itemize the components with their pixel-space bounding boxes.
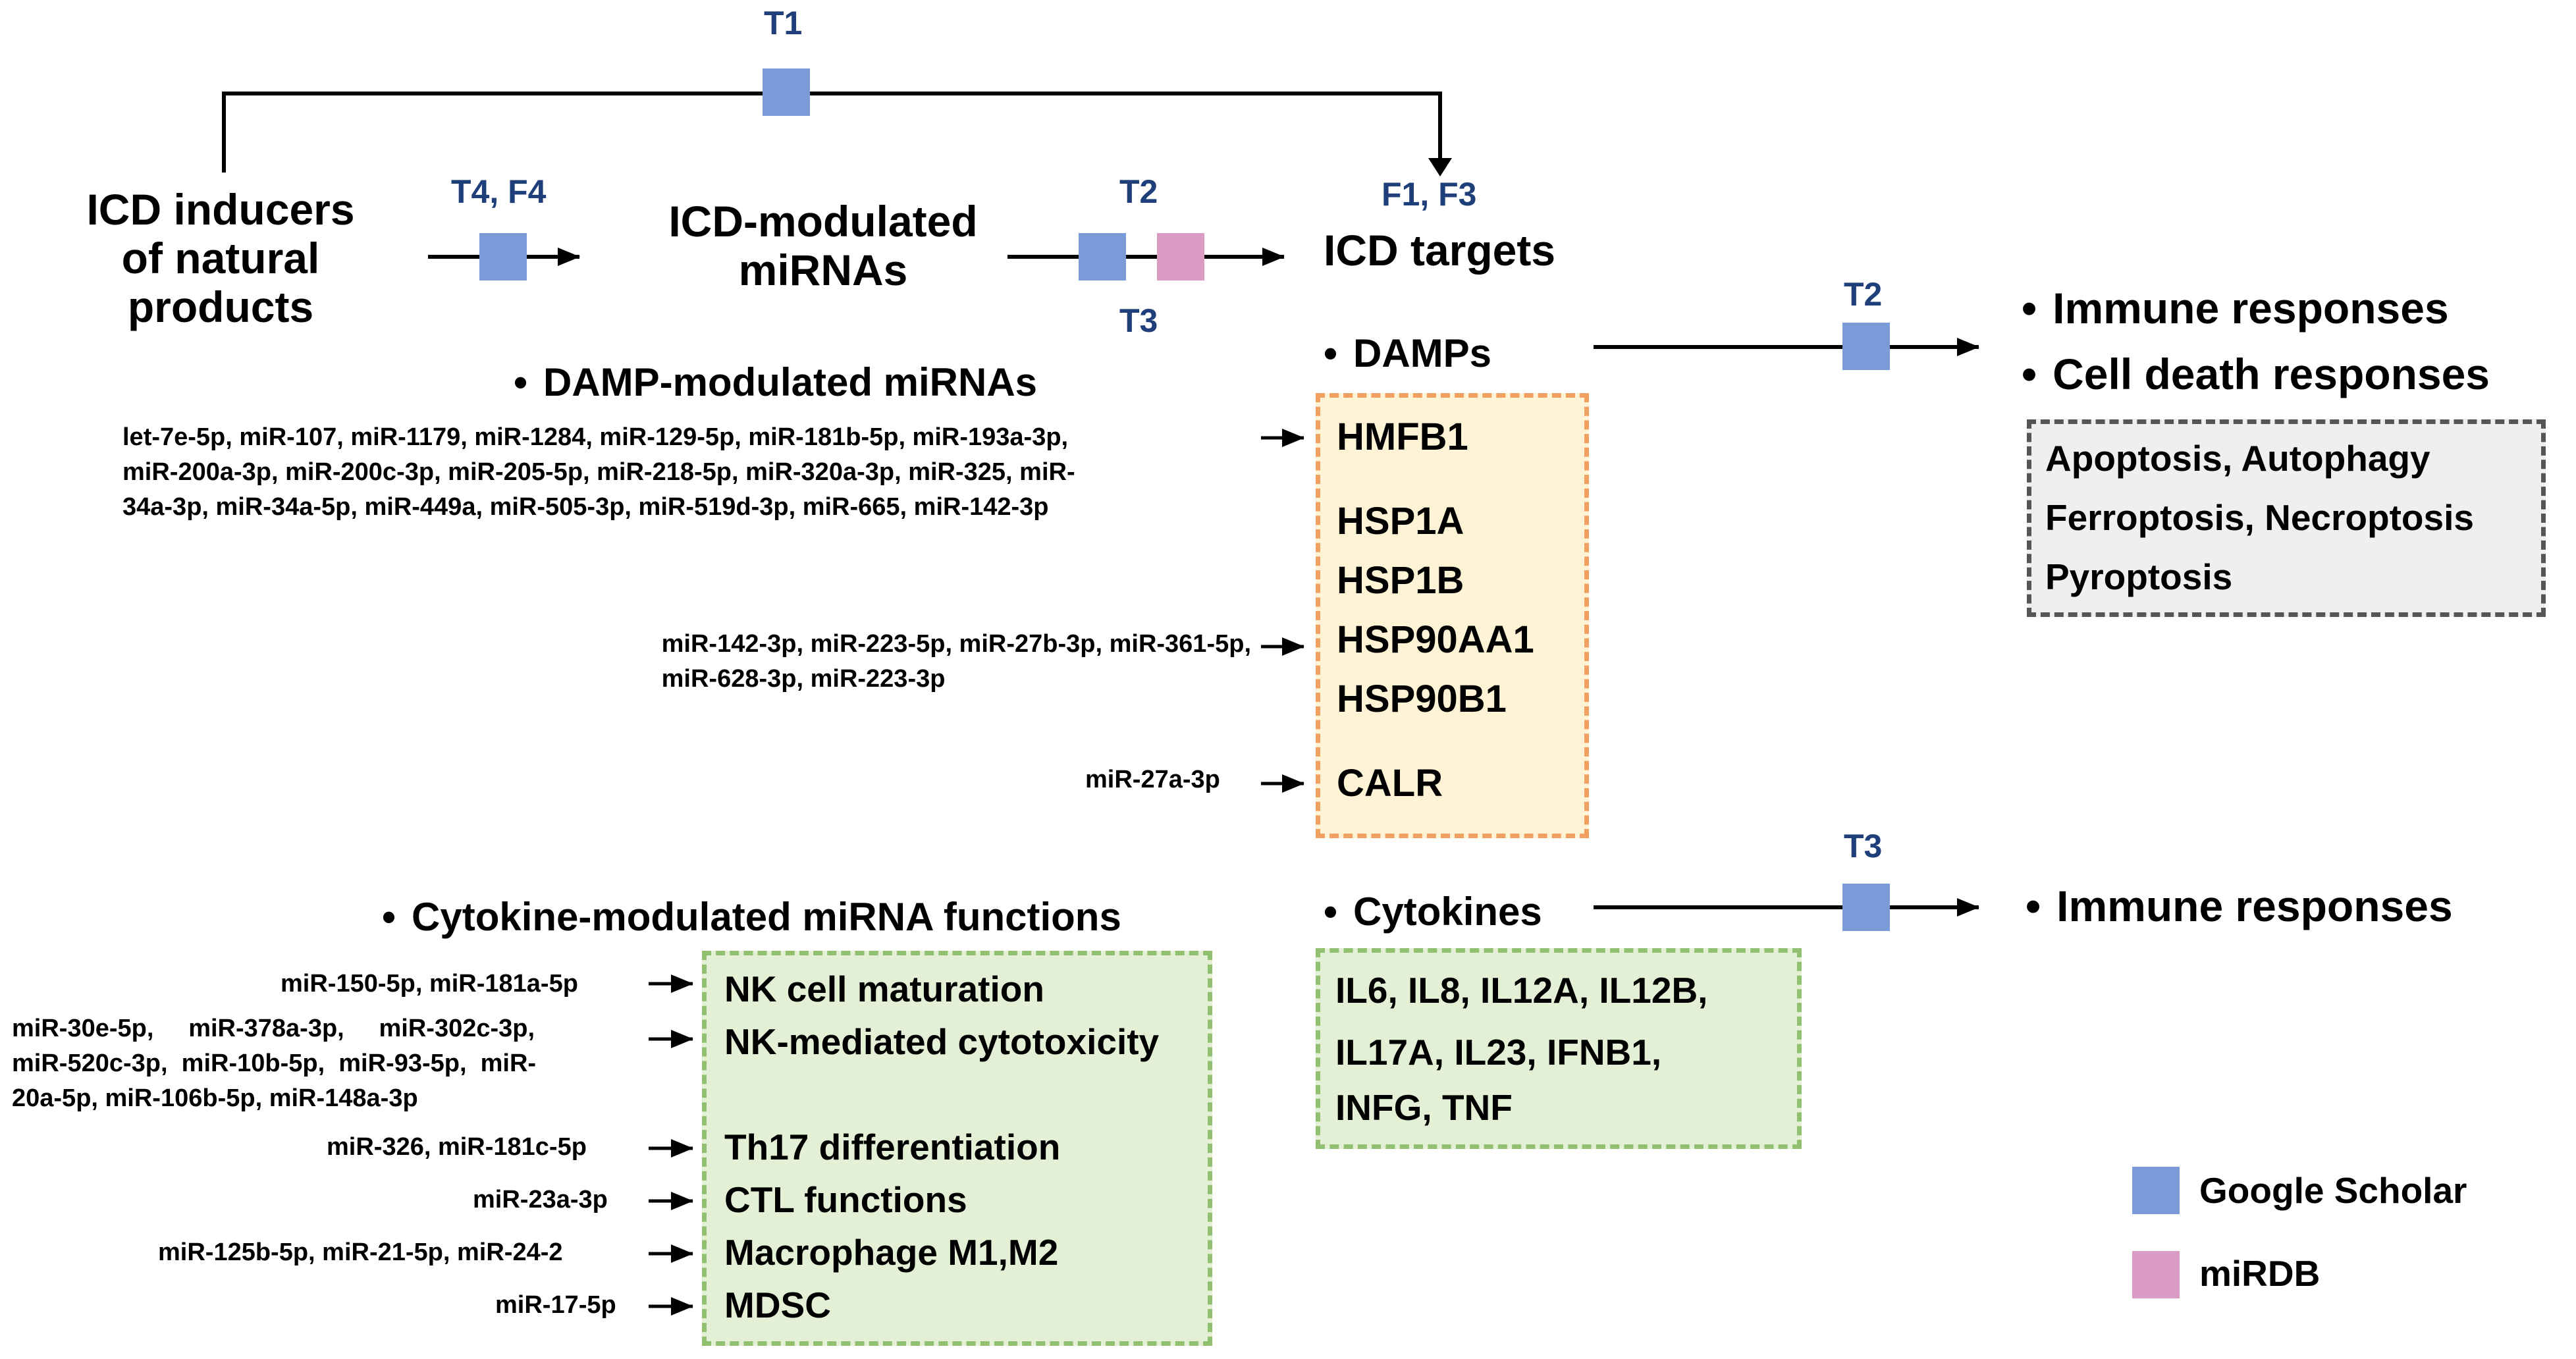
t2t3-google-scholar-square — [1079, 233, 1126, 280]
damp-mirna-group-2: miR-142-3p, miR-223-5p, miR-27b-3p, miR-… — [661, 630, 1251, 693]
cytokines-heading: Cytokines — [1324, 889, 1542, 934]
legend-mirdb-swatch — [2132, 1251, 2180, 1298]
damps-t2-label: T2 — [1844, 276, 1883, 313]
death-apoptosis-autophagy: Apoptosis, Autophagy — [2045, 438, 2430, 479]
damp-hsp90b1: HSP90B1 — [1337, 678, 1507, 720]
func-mirnas-nk-cytotoxicity: miR-30e-5p, miR-378a-3p, miR-302c-3p, mi… — [12, 1015, 537, 1113]
func-mirnas-nk-maturation: miR-150-5p, miR-181a-5p — [281, 970, 578, 998]
damp-mirna-group-1: let-7e-5p, miR-107, miR-1179, miR-1284, … — [122, 423, 1075, 521]
func-macrophage: Macrophage M1,M2 — [724, 1232, 1059, 1273]
t1-google-scholar-square — [763, 68, 810, 116]
cell-death-responses: Cell death responses — [2022, 350, 2490, 399]
cell-death-box — [2027, 419, 2546, 617]
cytokine-list-line-3: INFG, TNF — [1335, 1087, 1513, 1128]
cytokine-list-line-1: IL6, IL8, IL12A, IL12B, — [1335, 970, 1708, 1011]
legend-mirdb-label: miRDB — [2199, 1253, 2321, 1294]
damps-heading: DAMPs — [1324, 331, 1491, 376]
f1f3-label: F1, F3 — [1382, 176, 1477, 213]
func-nk-cytotoxicity: NK-mediated cytotoxicity — [724, 1021, 1160, 1062]
damp-hsp1b: HSP1B — [1337, 559, 1464, 602]
cytokines-t3-label: T3 — [1844, 828, 1883, 865]
legend-google-scholar-label: Google Scholar — [2199, 1170, 2467, 1211]
icd-inducers-title: ICD inducers of natural products — [86, 185, 355, 331]
icd-mirnas-title: ICD-modulated miRNAs — [668, 197, 978, 294]
damp-calr: CALR — [1337, 762, 1443, 805]
death-pyroptosis: Pyroptosis — [2045, 556, 2233, 597]
cytokine-mirna-heading: Cytokine-modulated miRNA functions — [382, 894, 1121, 940]
t4f4-label: T4, F4 — [451, 173, 547, 210]
damp-hmfb1: HMFB1 — [1337, 415, 1468, 458]
func-th17-differentiation: Th17 differentiation — [724, 1127, 1061, 1167]
t2-label: T2 — [1119, 173, 1158, 210]
func-nk-maturation: NK cell maturation — [724, 969, 1044, 1009]
damp-hsp1a: HSP1A — [1337, 500, 1464, 543]
cytokines-box — [1316, 948, 1802, 1149]
t1-bracket-line — [222, 92, 1442, 173]
damps-immune-responses: Immune responses — [2022, 284, 2449, 333]
cytokines-google-scholar-square — [1842, 884, 1890, 931]
func-mirnas-th17: miR-326, miR-181c-5p — [327, 1133, 587, 1161]
t4f4-google-scholar-square — [479, 233, 527, 280]
func-mirnas-macrophage: miR-125b-5p, miR-21-5p, miR-24-2 — [158, 1239, 563, 1266]
func-mirnas-ctl: miR-23a-3p — [473, 1186, 608, 1213]
t3-label: T3 — [1119, 302, 1158, 339]
cytokine-functions-box — [702, 951, 1212, 1346]
damp-mirna-heading: DAMP-modulated miRNAs — [514, 360, 1037, 405]
legend-google-scholar-swatch — [2132, 1167, 2180, 1214]
damp-mirna-group-3: miR-27a-3p — [1085, 766, 1220, 793]
func-mirnas-mdsc: miR-17-5p — [495, 1291, 616, 1319]
damps-box — [1316, 393, 1589, 838]
func-mdsc: MDSC — [724, 1285, 831, 1325]
damps-google-scholar-square — [1842, 323, 1890, 370]
func-ctl-functions: CTL functions — [724, 1179, 967, 1220]
icd-targets-title: ICD targets — [1324, 226, 1556, 275]
cytokines-immune-responses: Immune responses — [2026, 882, 2453, 931]
damp-hsp90aa1: HSP90AA1 — [1337, 618, 1534, 661]
t2t3-mirdb-square — [1157, 233, 1204, 280]
cytokine-list-line-2: IL17A, IL23, IFNB1, — [1335, 1032, 1662, 1073]
t1-arrowhead — [1428, 158, 1452, 176]
death-ferroptosis-necroptosis: Ferroptosis, Necroptosis — [2045, 497, 2474, 538]
t1-label: T1 — [764, 5, 803, 41]
